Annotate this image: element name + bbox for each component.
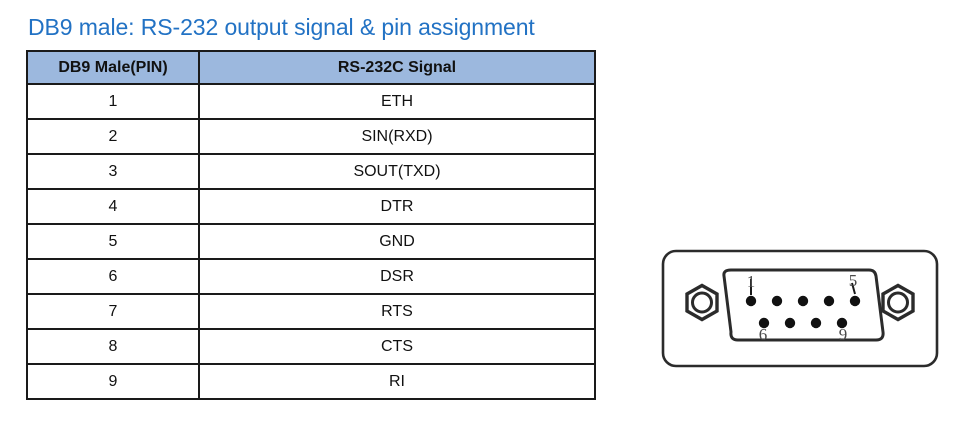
pin-label-9: 9 — [839, 325, 848, 344]
pin-8 — [810, 317, 822, 329]
cell-signal: CTS — [198, 328, 596, 365]
cell-signal: ETH — [198, 83, 596, 120]
table-row: 4 DTR — [26, 188, 596, 225]
table-row: 7 RTS — [26, 293, 596, 330]
db9-connector-illustration: 1 5 6 9 — [655, 243, 945, 375]
pin-label-5: 5 — [849, 271, 858, 290]
pin-7 — [784, 317, 796, 329]
cell-signal: GND — [198, 223, 596, 260]
pin-row-bottom — [758, 317, 848, 329]
column-header-pin: DB9 Male(PIN) — [26, 50, 200, 85]
pin-5 — [849, 295, 861, 307]
pin-1 — [745, 295, 757, 307]
table-row: 1 ETH — [26, 83, 596, 120]
cell-pin: 8 — [26, 328, 200, 365]
cell-signal: RI — [198, 363, 596, 400]
screw-hole-right-icon — [881, 283, 915, 322]
cell-pin: 4 — [26, 188, 200, 225]
column-header-signal: RS-232C Signal — [198, 50, 596, 85]
table-row: 5 GND — [26, 223, 596, 260]
table-row: 9 RI — [26, 363, 596, 400]
cell-signal: SOUT(TXD) — [198, 153, 596, 190]
cell-pin: 1 — [26, 83, 200, 120]
cell-pin: 3 — [26, 153, 200, 190]
cell-pin: 7 — [26, 293, 200, 330]
pin-2 — [771, 295, 783, 307]
cell-pin: 9 — [26, 363, 200, 400]
pin-5-leader-line — [851, 282, 856, 295]
table-row: 2 SIN(RXD) — [26, 118, 596, 155]
table-row: 8 CTS — [26, 328, 596, 365]
table-row: 3 SOUT(TXD) — [26, 153, 596, 190]
cell-pin: 5 — [26, 223, 200, 260]
pin-9 — [836, 317, 848, 329]
cell-pin: 6 — [26, 258, 200, 295]
page-title: DB9 male: RS-232 output signal & pin ass… — [28, 14, 535, 40]
pin-row-top — [745, 295, 861, 307]
cell-signal: DSR — [198, 258, 596, 295]
table-row: 6 DSR — [26, 258, 596, 295]
cell-pin: 2 — [26, 118, 200, 155]
table-header-row: DB9 Male(PIN) RS-232C Signal — [26, 50, 596, 85]
pin-6 — [758, 317, 770, 329]
pin-label-1: 1 — [747, 272, 756, 291]
pin-3 — [797, 295, 809, 307]
cell-signal: SIN(RXD) — [198, 118, 596, 155]
pin-4 — [823, 295, 835, 307]
pin-assignment-table: DB9 Male(PIN) RS-232C Signal 1 ETH 2 SIN… — [26, 50, 596, 400]
cell-signal: DTR — [198, 188, 596, 225]
cell-signal: RTS — [198, 293, 596, 330]
screw-hole-left-icon — [685, 283, 719, 322]
pin-label-6: 6 — [759, 325, 768, 344]
table-body: 1 ETH 2 SIN(RXD) 3 SOUT(TXD) 4 DTR 5 GND… — [26, 83, 596, 400]
